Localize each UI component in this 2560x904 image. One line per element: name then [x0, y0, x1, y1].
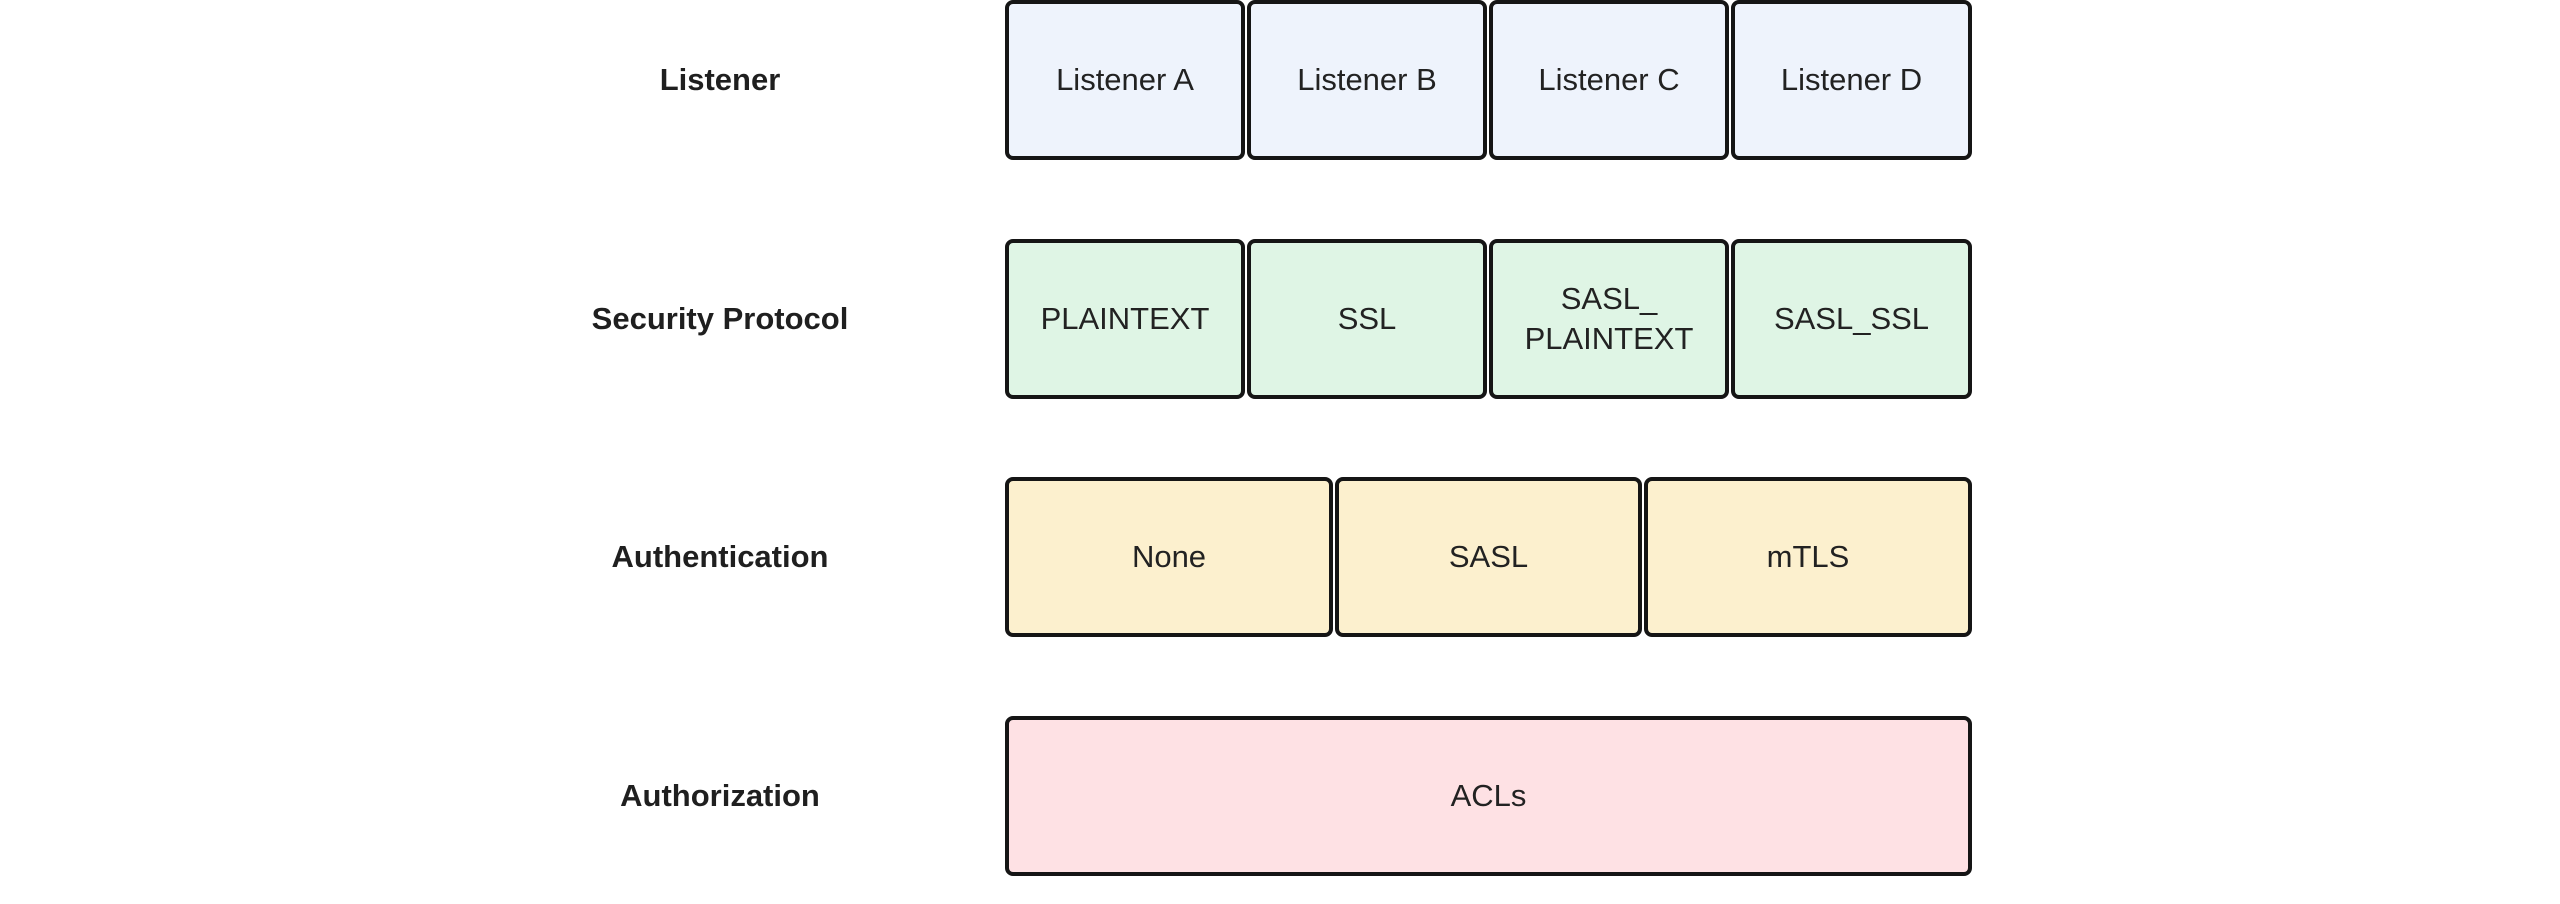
row-label-security-protocol: Security Protocol: [591, 301, 849, 336]
box-label: SASL: [1448, 539, 1529, 574]
box-label: Listener B: [1297, 62, 1437, 97]
row-label-listener: Listener: [659, 62, 781, 97]
listener-box-c: Listener C: [1489, 0, 1729, 160]
row-label-authentication: Authentication: [611, 539, 829, 574]
authorization-box-acls: ACLs: [1005, 716, 1972, 876]
box-label: SASL_SSL: [1773, 301, 1930, 336]
auth-box-none: None: [1005, 477, 1333, 637]
auth-box-sasl: SASL: [1335, 477, 1642, 637]
listener-box-b: Listener B: [1247, 0, 1487, 160]
listener-box-d: Listener D: [1731, 0, 1972, 160]
box-label: PLAINTEXT: [1040, 301, 1210, 336]
box-label: None: [1131, 539, 1207, 574]
protocol-box-sasl-plaintext: SASL_ PLAINTEXT: [1489, 239, 1729, 399]
box-label: Listener A: [1056, 62, 1194, 97]
row-label-authorization: Authorization: [620, 778, 820, 813]
protocol-box-plaintext: PLAINTEXT: [1005, 239, 1245, 399]
protocol-box-ssl: SSL: [1247, 239, 1487, 399]
box-label: ACLs: [1450, 778, 1527, 813]
box-label: mTLS: [1766, 539, 1850, 574]
protocol-box-sasl-ssl: SASL_SSL: [1731, 239, 1972, 399]
box-label: SSL: [1337, 301, 1397, 336]
box-label: SASL_ PLAINTEXT: [1524, 281, 1694, 356]
auth-box-mtls: mTLS: [1644, 477, 1972, 637]
box-label: Listener D: [1780, 62, 1923, 97]
box-label: Listener C: [1538, 62, 1680, 97]
listener-box-a: Listener A: [1005, 0, 1245, 160]
